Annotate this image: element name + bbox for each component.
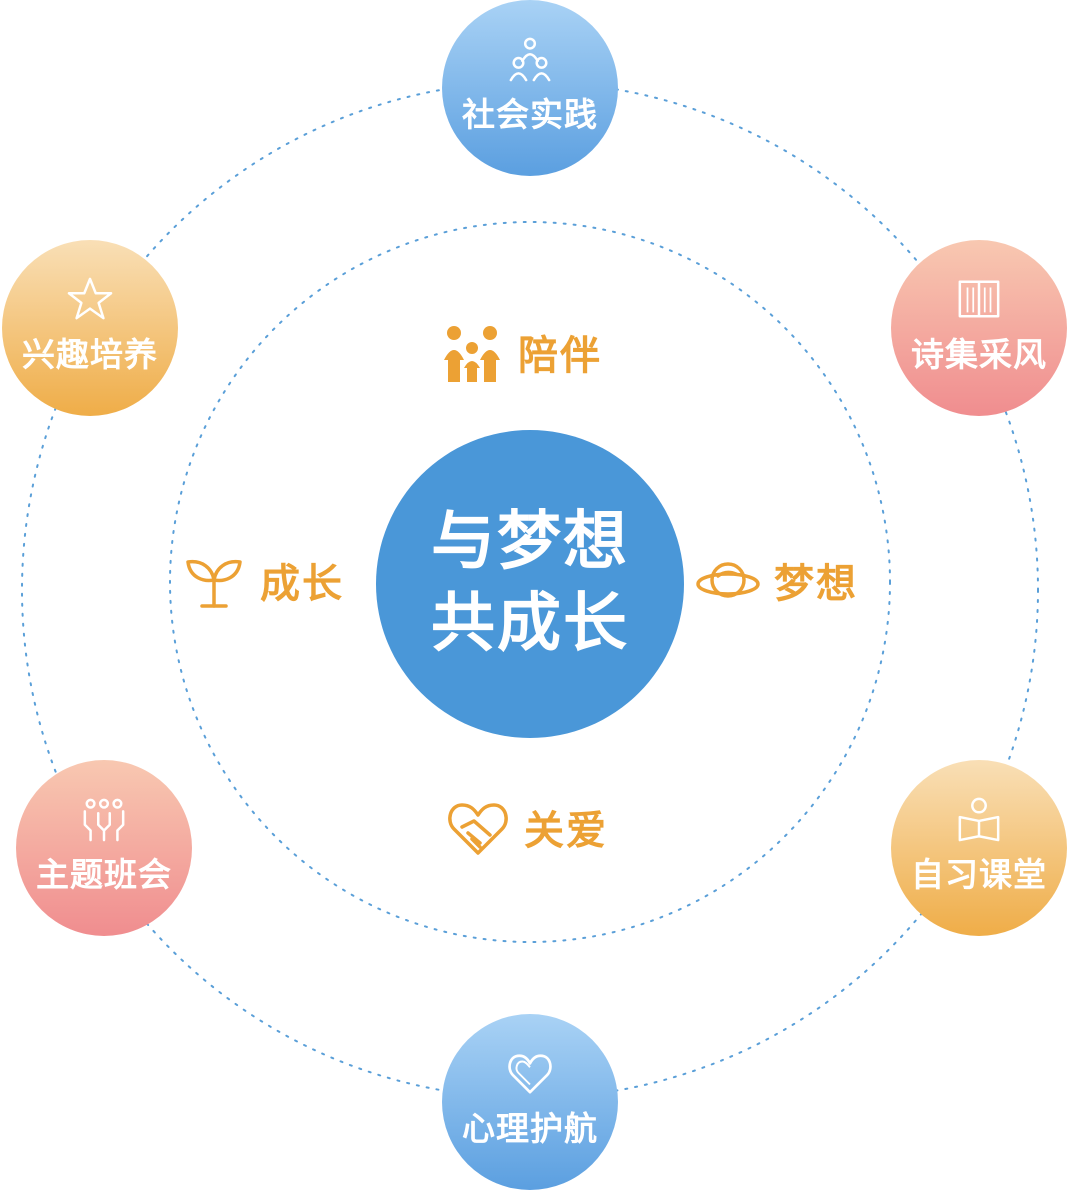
inner-label-dream: 梦想 [774, 561, 858, 607]
inner-label-companionship: 陪伴 [518, 333, 602, 379]
inner-item-companionship: 陪伴 [440, 320, 602, 384]
inner-item-dream: 梦想 [696, 548, 858, 612]
inner-ring [169, 221, 891, 943]
inner-label-care: 关爱 [524, 808, 608, 854]
inner-label-growth: 成长 [260, 561, 344, 607]
node-mental-health[interactable]: 心理护航 [442, 1014, 618, 1190]
heart-icon [508, 1054, 552, 1094]
node-poetry-collection[interactable]: 诗集采风 [891, 240, 1067, 416]
raised-hands-icon [83, 798, 125, 842]
node-interest-development[interactable]: 兴趣培养 [2, 240, 178, 416]
family-icon [444, 326, 500, 382]
planet-icon [696, 562, 760, 598]
reading-person-icon [958, 797, 1000, 842]
book-icon [958, 280, 1000, 318]
node-class-meeting[interactable]: 主题班会 [16, 760, 192, 936]
center-circle: 与梦想 共成长 [376, 430, 684, 738]
people-group-icon [509, 37, 551, 82]
sprout-icon [186, 559, 242, 608]
outer-ring [21, 81, 1039, 1099]
center-title-line1: 与梦想 [431, 505, 629, 580]
node-label-social-practice: 社会实践 [462, 95, 598, 134]
inner-item-growth: 成长 [182, 548, 344, 612]
handshake-heart-icon [448, 803, 508, 855]
node-label-mental-health: 心理护航 [462, 1109, 598, 1148]
node-label-interest-development: 兴趣培养 [22, 335, 158, 374]
star-icon [67, 277, 113, 320]
center-title-line2: 共成长 [431, 587, 629, 661]
node-label-poetry-collection: 诗集采风 [911, 335, 1047, 374]
node-study-hall[interactable]: 自习课堂 [891, 760, 1067, 936]
node-social-practice[interactable]: 社会实践 [442, 0, 618, 176]
node-label-class-meeting: 主题班会 [36, 855, 172, 894]
inner-item-care: 关爱 [446, 795, 608, 859]
node-label-study-hall: 自习课堂 [911, 855, 1047, 894]
